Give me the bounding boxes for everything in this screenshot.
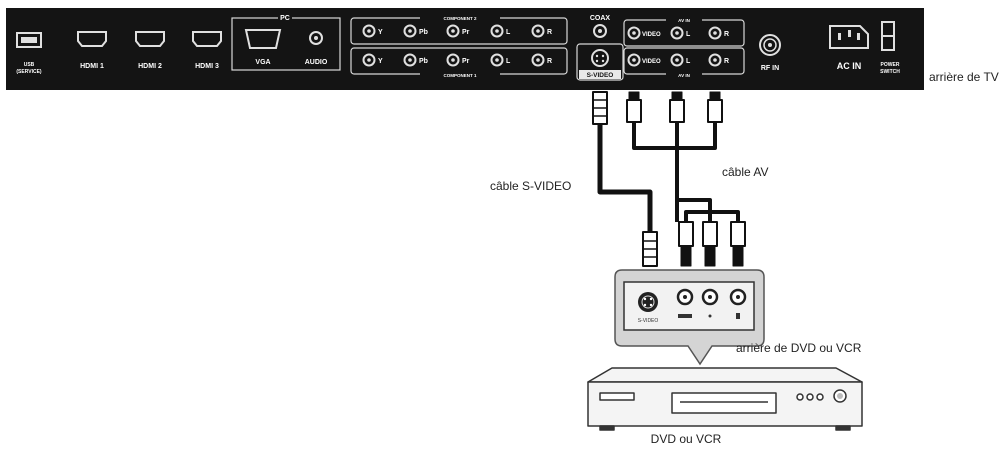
av-cable-label: câble AV [722, 165, 768, 179]
device-rear-callout: S-VIDEO [614, 269, 765, 366]
tv-back-caption: arrière de TV [929, 70, 999, 84]
av-top-r-jack: R [708, 26, 729, 40]
av-cable-video-plug-tv [626, 91, 642, 123]
hdmi-1-label: HDMI 1 [80, 63, 104, 70]
av-cable-video-plug-device [678, 221, 694, 267]
hdmi-port-1: HDMI 1 [77, 31, 107, 70]
pc-input-group: PC VGA AUDIO [231, 13, 341, 71]
tv-rear-panel: USB (SERVICE) HDMI 1 HDMI 2 HDMI 3 PC VG… [6, 8, 924, 90]
pc-audio-jack [309, 31, 323, 45]
pc-title: PC [280, 15, 290, 22]
hdmi-3-label: HDMI 3 [195, 63, 219, 70]
av-cable-l-plug-tv [669, 91, 685, 123]
svideo-cable-label: câble S-VIDEO [490, 179, 571, 193]
av-cable-l-plug-device [702, 221, 718, 267]
component-2-title: COMPONENT 2 [443, 16, 477, 21]
usb-service-label: (SERVICE) [16, 69, 42, 75]
component-1-jack-y: Y [362, 53, 383, 67]
av-bottom-video-jack: VIDEO [627, 53, 661, 67]
rf-in-port: RF IN [759, 34, 781, 72]
device-button-1 [796, 393, 804, 401]
coax-svideo-group: COAX S-VIDEO [576, 15, 624, 81]
av-cable [626, 91, 746, 267]
usb-label: USB [24, 62, 35, 68]
component-1-title: COMPONENT 1 [443, 73, 477, 78]
av-in-top-title: AV IN [678, 18, 690, 23]
component-2-y-label: Y [378, 29, 383, 36]
component-1-l-label: L [506, 58, 511, 65]
component-2-group: COMPONENT 2 Y Pb Pr L R [350, 13, 568, 45]
av-in-bottom-title: AV IN [678, 73, 690, 78]
av-cable-r-plug-tv [707, 91, 723, 123]
component-1-group: COMPONENT 1 Y Pb Pr L R [350, 47, 568, 78]
svideo-cable [592, 91, 658, 267]
power-switch: POWER SWITCH [880, 21, 900, 75]
device-audio-l-jack [701, 288, 719, 318]
av-bottom-r-label: R [724, 58, 729, 65]
component-2-jack-pr: Pr [446, 24, 470, 38]
coax-jack [593, 24, 607, 38]
component-2-pr-label: Pr [462, 29, 470, 36]
av-bottom-video-label: VIDEO [642, 59, 661, 65]
av-in-bottom-group: AV IN VIDEO L R [623, 47, 745, 78]
component-2-jack-l: L [490, 24, 511, 38]
component-1-r-label: R [547, 58, 552, 65]
hdmi-2-label: HDMI 2 [138, 63, 162, 70]
device-video-out-jack [676, 288, 694, 318]
component-2-jack-r: R [531, 24, 552, 38]
ac-in-label: AC IN [837, 61, 862, 71]
component-2-jack-pb: Pb [403, 24, 428, 38]
device-tray [671, 392, 777, 414]
vga-port [244, 29, 282, 49]
component-2-l-label: L [506, 29, 511, 36]
av-top-video-jack: VIDEO [627, 26, 661, 40]
ac-in-socket: AC IN [829, 25, 869, 71]
rf-in-label: RF IN [761, 65, 779, 72]
tv-svideo-jack [591, 49, 609, 67]
component-1-jack-r: R [531, 53, 552, 67]
component-1-pr-label: Pr [462, 58, 470, 65]
component-1-y-label: Y [378, 58, 383, 65]
component-1-jack-pr: Pr [446, 53, 470, 67]
device-button-3 [816, 393, 824, 401]
component-2-pb-label: Pb [419, 29, 428, 36]
component-1-jack-l: L [490, 53, 511, 67]
component-1-jack-pb: Pb [403, 53, 428, 67]
component-2-r-label: R [547, 29, 552, 36]
av-top-video-label: VIDEO [642, 32, 661, 38]
power-label: POWER [881, 62, 900, 68]
device-back-caption: arrière de DVD ou VCR [736, 341, 862, 355]
device-svideo-label: S-VIDEO [638, 318, 659, 324]
av-top-l-label: L [686, 31, 691, 38]
hdmi-port-2: HDMI 2 [135, 31, 165, 70]
hdmi-port-3: HDMI 3 [192, 31, 222, 70]
device-caption: DVD ou VCR [651, 432, 722, 446]
component-1-pb-label: Pb [419, 58, 428, 65]
dvd-vcr-device [587, 367, 863, 431]
av-bottom-r-jack: R [708, 53, 729, 67]
device-button-2 [806, 393, 814, 401]
component-2-jack-y: Y [362, 24, 383, 38]
switch-label: SWITCH [880, 69, 900, 75]
av-bottom-l-label: L [686, 58, 691, 65]
av-in-top-group: AV IN VIDEO L R [623, 15, 745, 47]
av-cable-r-plug-device [730, 221, 746, 267]
device-svideo-jack: S-VIDEO [638, 292, 659, 324]
device-audio-r-jack [729, 288, 747, 319]
usb-port: USB (SERVICE) [16, 32, 42, 75]
av-top-l-jack: L [670, 26, 691, 40]
vga-label: VGA [255, 59, 270, 66]
audio-label: AUDIO [305, 59, 328, 66]
tv-svideo-label: S-VIDEO [587, 72, 614, 79]
coax-label: COAX [590, 15, 611, 22]
av-top-r-label: R [724, 31, 729, 38]
av-bottom-l-jack: L [670, 53, 691, 67]
